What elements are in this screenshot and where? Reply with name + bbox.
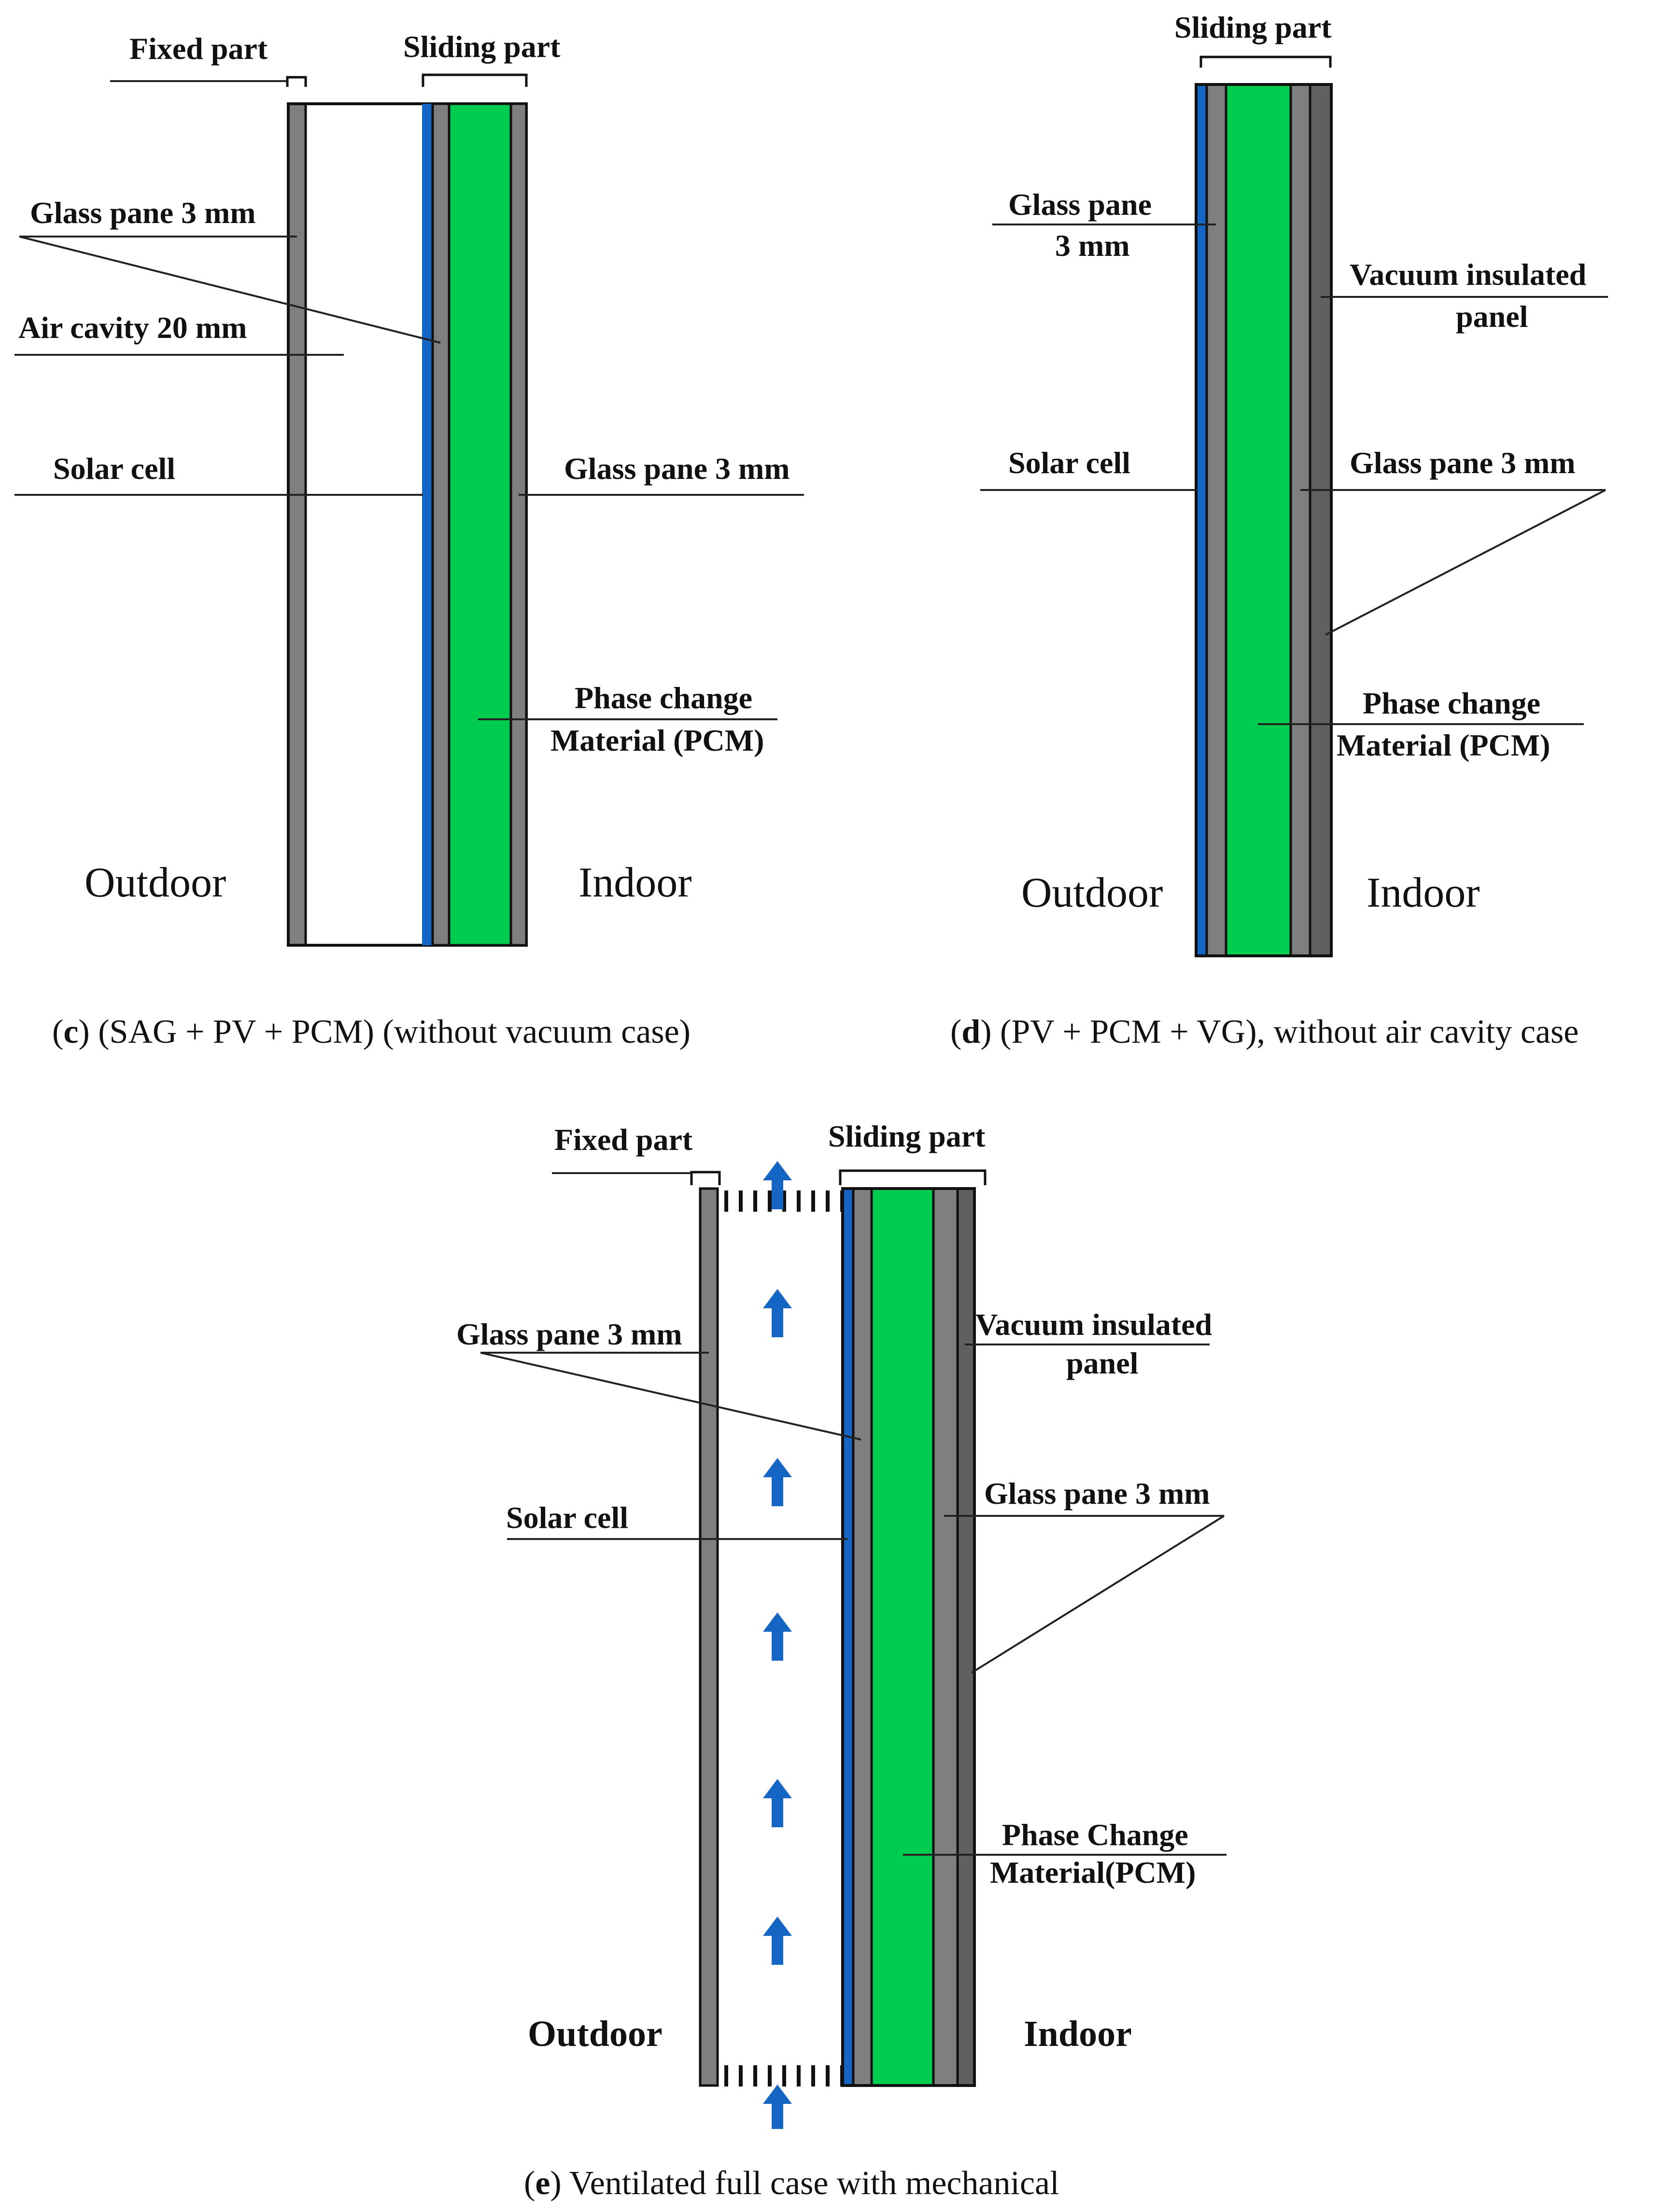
glass-pane-right-label: Glass pane 3 mm: [1350, 446, 1576, 480]
up-arrow-icon: [763, 1458, 792, 1506]
fixed-part-label: Fixed part: [129, 31, 268, 66]
vip-label-line1: Vacuum insulated: [975, 1307, 1212, 1342]
fixed-part-label: Fixed part: [554, 1122, 693, 1157]
sliding-part-label: Sliding part: [828, 1119, 986, 1153]
caption-d: (d) (PV + PCM + VG), without air cavity …: [950, 1013, 1579, 1050]
panel-d: Sliding part Glass pane 3 mm Vacuum insu…: [950, 10, 1608, 1050]
solar-cell-layer: [843, 1189, 853, 2086]
glass-pane-label-line2: 3 mm: [1055, 228, 1130, 263]
sliding-part-label: Sliding part: [403, 29, 561, 64]
caption-text: ) (SAG + PV + PCM) (without vacuum case): [78, 1013, 691, 1050]
glass-pane-right-leader-2: [1325, 489, 1606, 636]
pcm-layer: [448, 102, 512, 947]
glass-pane-label: Glass pane 3 mm: [456, 1317, 682, 1351]
middle-glass-pane: [932, 1187, 959, 2087]
airflow-arrows: [763, 1161, 792, 2129]
vacuum-insulated-panel: [956, 1187, 976, 2087]
panel-c: Fixed part Sliding part Glass pane 3 mm …: [14, 29, 804, 1050]
glass-pane-inner-label: Glass pane 3 mm: [564, 451, 790, 486]
up-arrow-icon: [763, 1161, 792, 1209]
sliding-part-label: Sliding part: [1174, 10, 1332, 44]
indoor-label: Indoor: [1367, 869, 1480, 916]
vacuum-insulated-panel: [1309, 83, 1333, 957]
indoor-label: Indoor: [578, 859, 692, 906]
caption-letter: d: [961, 1013, 980, 1050]
solar-cell-label: Solar cell: [506, 1500, 628, 1535]
panel-e: Fixed part Sliding part Glass pane 3 mm …: [456, 1119, 1227, 2202]
outdoor-label: Outdoor: [528, 2014, 663, 2054]
fixed-part-bracket: [690, 1171, 721, 1185]
glass-pane-leader-2: [19, 236, 441, 344]
window-frame: [1195, 83, 1333, 957]
sliding-frame: [841, 1187, 976, 2087]
fixed-part-bracket: [286, 76, 307, 87]
pv-glass-pane: [1205, 83, 1227, 957]
outdoor-label: Outdoor: [1021, 869, 1163, 916]
outdoor-label: Outdoor: [85, 859, 226, 906]
up-arrow-icon: [763, 1289, 792, 1337]
pcm-layer: [1225, 83, 1292, 957]
caption-letter: e: [535, 2165, 550, 2202]
outer-glass-pane: [287, 102, 307, 947]
up-arrow-icon: [763, 1779, 792, 1827]
caption-text: ) (PV + PCM + VG), without air cavity ca…: [980, 1013, 1579, 1050]
caption-c: (c) (SAG + PV + PCM) (without vacuum cas…: [52, 1013, 691, 1050]
glass-pane-right-leader-2: [971, 1515, 1225, 1674]
vip-label-line2: panel: [1066, 1346, 1138, 1380]
up-arrow-icon: [763, 1917, 792, 1965]
sliding-part-bracket: [1199, 56, 1332, 68]
outer-glass-pane: [699, 1187, 719, 2087]
caption-text: ) Ventilated full case with mechanical: [550, 2165, 1059, 2202]
pcm-label-line1: Phase Change: [1002, 1818, 1188, 1852]
glass-pane-leader-2: [480, 1352, 861, 1441]
glass-pane-right-label: Glass pane 3 mm: [984, 1476, 1210, 1511]
pv-glass-pane: [431, 102, 451, 947]
solar-cell-label: Solar cell: [53, 451, 175, 486]
pcm-label-line2: Material (PCM): [1337, 728, 1550, 762]
glass-pane-label-line1: Glass pane: [1008, 187, 1152, 222]
middle-glass-pane: [1289, 83, 1311, 957]
vip-label-line1: Vacuum insulated: [1350, 257, 1586, 292]
caption-letter: c: [63, 1013, 78, 1050]
up-arrow-icon: [763, 1612, 792, 1661]
sliding-part-bracket: [422, 73, 528, 87]
vip-label-line2: panel: [1456, 299, 1528, 334]
up-arrow-icon: [763, 2085, 792, 2129]
sliding-part-bracket: [839, 1169, 987, 1185]
pcm-label-line2: Material (PCM): [550, 723, 764, 757]
pcm-label-line1: Phase change: [575, 681, 752, 715]
solar-cell-label: Solar cell: [1008, 446, 1130, 480]
glass-pane-label: Glass pane 3 mm: [30, 196, 256, 230]
indoor-label: Indoor: [1024, 2014, 1132, 2054]
inner-glass-pane: [509, 102, 528, 947]
air-cavity-label: Air cavity 20 mm: [18, 310, 247, 345]
pv-glass-pane: [852, 1187, 873, 2087]
caption-e: (e) Ventilated full case with mechanical: [524, 2165, 1059, 2202]
solar-cell-layer: [422, 104, 433, 945]
pcm-label-line1: Phase change: [1363, 686, 1540, 720]
pcm-label-line2: Material(PCM): [990, 1855, 1196, 1890]
pcm-layer: [870, 1187, 935, 2087]
solar-cell-layer: [1196, 84, 1207, 956]
